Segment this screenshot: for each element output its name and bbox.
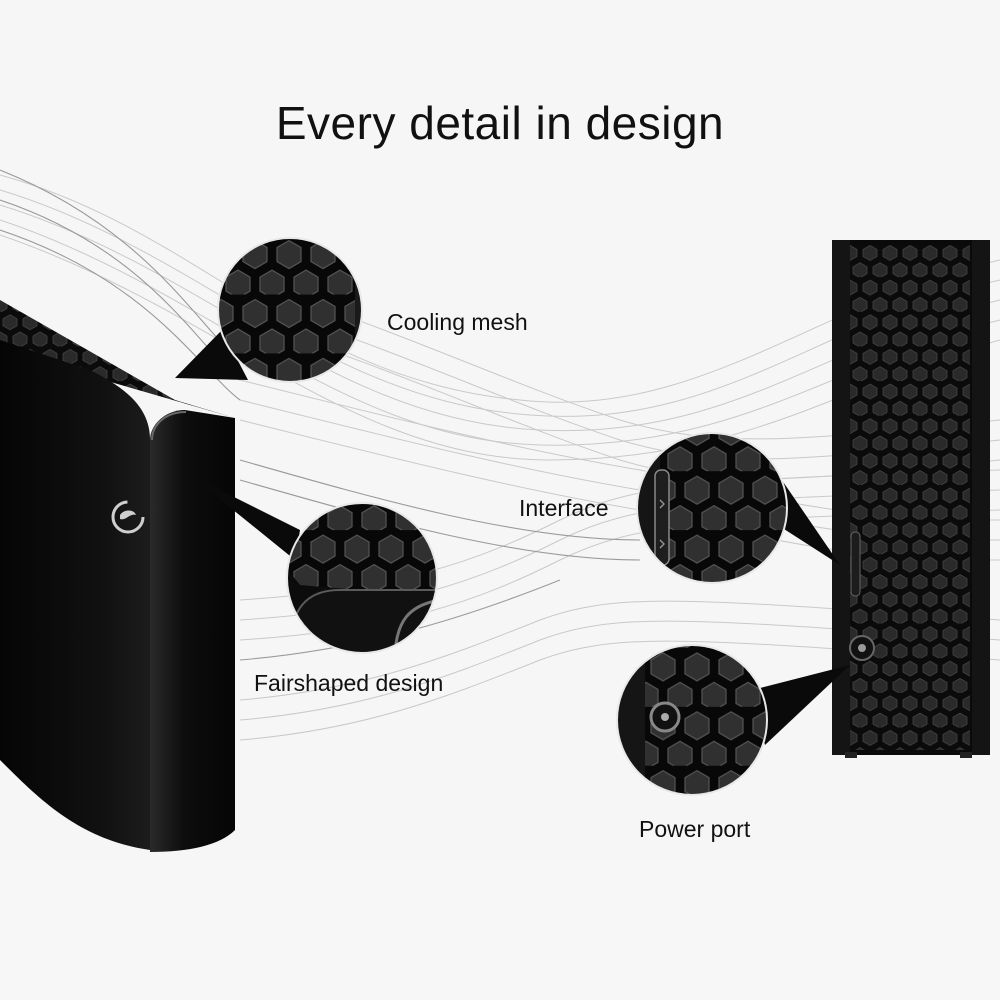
- power-port-callout: [616, 644, 850, 796]
- interface-callout: [636, 432, 840, 584]
- power-port-label: Power port: [639, 816, 751, 842]
- interface-label: Interface: [519, 495, 609, 521]
- seagate-logo-icon: [111, 500, 145, 534]
- fairshaped-design-label: Fairshaped design: [254, 670, 444, 696]
- page-title: Every detail in design: [275, 97, 725, 149]
- cooling-mesh-callout: [175, 237, 363, 383]
- drive-right: [832, 240, 990, 758]
- drive-left: [0, 300, 235, 852]
- cooling-mesh-label: Cooling mesh: [387, 309, 528, 335]
